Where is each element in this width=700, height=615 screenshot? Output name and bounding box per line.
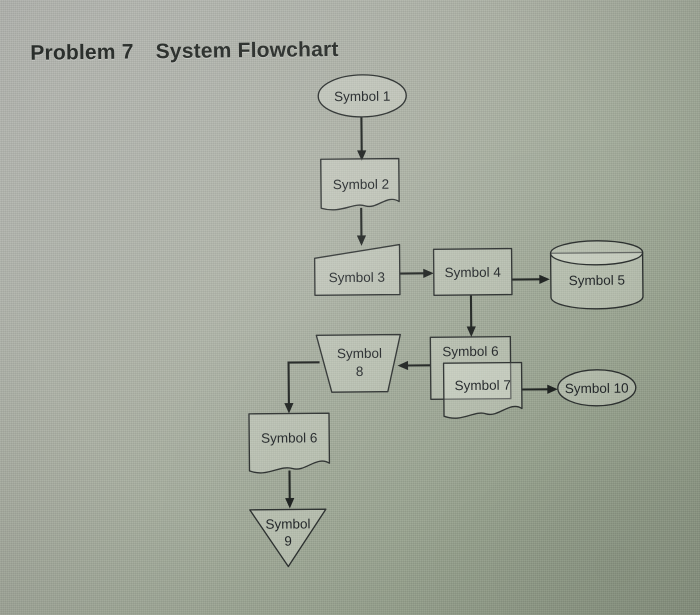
node-symbol-1-label: Symbol 1 [334,89,390,104]
node-symbol-6-upper[interactable]: Symbol 6 [429,335,512,400]
node-symbol-5[interactable]: Symbol 5 [549,240,644,310]
node-symbol-3-label: Symbol 3 [329,270,385,285]
edge-symbol4-symbol5 [511,274,550,284]
node-symbol-4-label: Symbol 4 [445,265,502,280]
node-symbol-6-upper-label: Symbol 6 [442,344,498,359]
node-symbol-9-label-line1: Symbol [265,516,310,531]
node-symbol-10[interactable]: Symbol 10 [557,369,637,407]
node-symbol-7-label: Symbol 7 [455,378,511,393]
edge-symbol7-symbol10 [521,384,558,394]
node-symbol-5-label: Symbol 5 [569,273,625,288]
node-symbol-10-label: Symbol 10 [565,381,629,397]
node-symbol-2-label: Symbol 2 [333,177,389,192]
edge-symbol4-symbol6a [466,294,476,337]
node-symbol-6-lower[interactable]: Symbol 6 [248,412,331,474]
node-symbol-8-label-line1: Symbol [337,346,382,361]
edge-symbol3-symbol4 [399,268,434,278]
node-symbol-6-lower-label: Symbol 6 [261,430,317,445]
node-symbol-8[interactable]: Symbol 8 [315,333,401,393]
edge-symbol8-symbol6b [284,361,320,414]
node-symbol-8-label-line2: 8 [356,364,364,379]
node-symbol-3[interactable]: Symbol 3 [313,243,401,296]
edge-symbol1-symbol2 [357,116,367,161]
edge-symbol6a-symbol8 [397,360,431,371]
node-symbol-2[interactable]: Symbol 2 [320,157,400,211]
node-symbol-4[interactable]: Symbol 4 [432,247,513,296]
node-symbol-9[interactable]: Symbol 9 [249,508,327,568]
node-symbol-7[interactable]: Symbol 7 [442,361,523,419]
edge-symbol6b-symbol9 [285,470,295,509]
edge-symbol2-symbol3 [356,207,367,246]
node-symbol-1[interactable]: Symbol 1 [317,74,407,118]
node-symbol-9-label-line2: 9 [284,534,292,549]
